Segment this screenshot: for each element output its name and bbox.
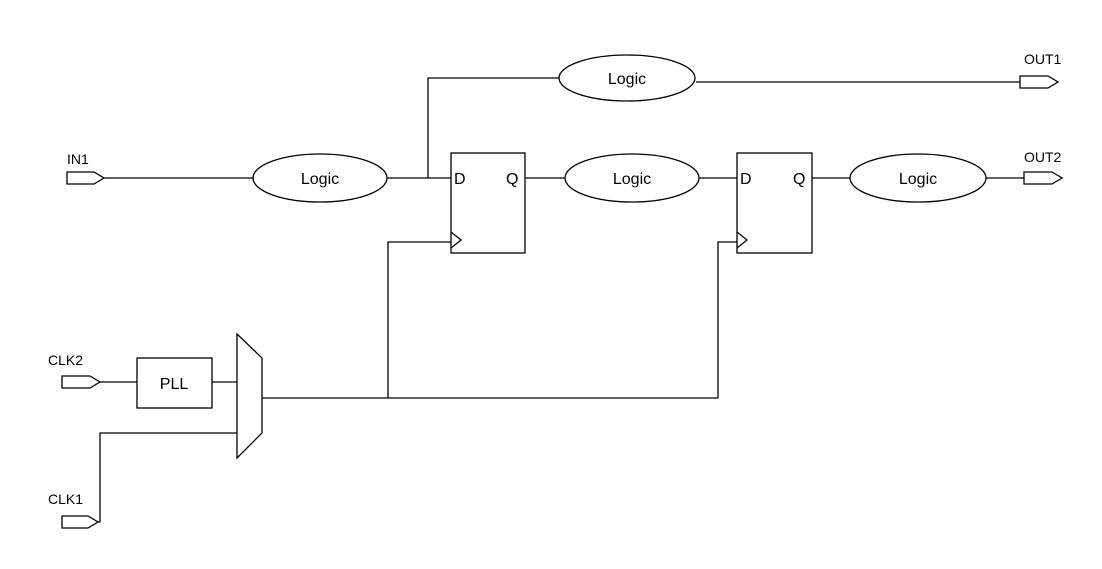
logic-label: Logic bbox=[608, 71, 646, 88]
wire-clk1 bbox=[98, 432, 237, 523]
logic-label: Logic bbox=[899, 171, 937, 188]
logic-label: Logic bbox=[301, 171, 339, 188]
input-port-icon bbox=[61, 515, 100, 529]
ff-q-label: Q bbox=[793, 171, 805, 188]
logic-block-input: Logic bbox=[252, 153, 388, 203]
pll-label: PLL bbox=[160, 376, 189, 393]
output-port-icon bbox=[1023, 171, 1064, 185]
port-label: CLK2 bbox=[48, 352, 83, 368]
input-port-icon bbox=[66, 171, 106, 185]
port-in1: IN1 bbox=[66, 151, 106, 185]
port-label: OUT2 bbox=[1024, 149, 1062, 165]
port-clk2: CLK2 bbox=[48, 352, 102, 389]
ff-d-label: D bbox=[740, 171, 752, 188]
ff-q-label: Q bbox=[506, 171, 518, 188]
logic-block-top: Logic bbox=[558, 54, 696, 102]
flip-flop-2: D Q bbox=[736, 152, 813, 254]
port-clk1: CLK1 bbox=[48, 491, 100, 529]
pll-block: PLL bbox=[136, 357, 213, 409]
wires bbox=[98, 77, 1024, 523]
port-label: CLK1 bbox=[48, 491, 83, 507]
flip-flop-1: D Q bbox=[450, 152, 526, 254]
logic-label: Logic bbox=[613, 171, 651, 188]
clock-mux bbox=[236, 332, 263, 460]
logic-block-middle: Logic bbox=[564, 153, 700, 203]
wire-clk-ff1 bbox=[387, 241, 451, 398]
port-label: OUT1 bbox=[1024, 51, 1062, 67]
port-out1: OUT1 bbox=[1019, 51, 1062, 89]
port-out2: OUT2 bbox=[1023, 149, 1064, 185]
wire-clk-ff2 bbox=[717, 241, 737, 398]
ff-d-label: D bbox=[454, 171, 466, 188]
logic-block-output: Logic bbox=[849, 153, 987, 203]
input-port-icon bbox=[61, 375, 102, 389]
output-port-icon bbox=[1019, 75, 1060, 89]
clock-triangle-icon bbox=[736, 231, 749, 249]
wire-branch-top bbox=[427, 77, 559, 178]
port-label: IN1 bbox=[67, 151, 89, 167]
clock-triangle-icon bbox=[450, 231, 463, 249]
